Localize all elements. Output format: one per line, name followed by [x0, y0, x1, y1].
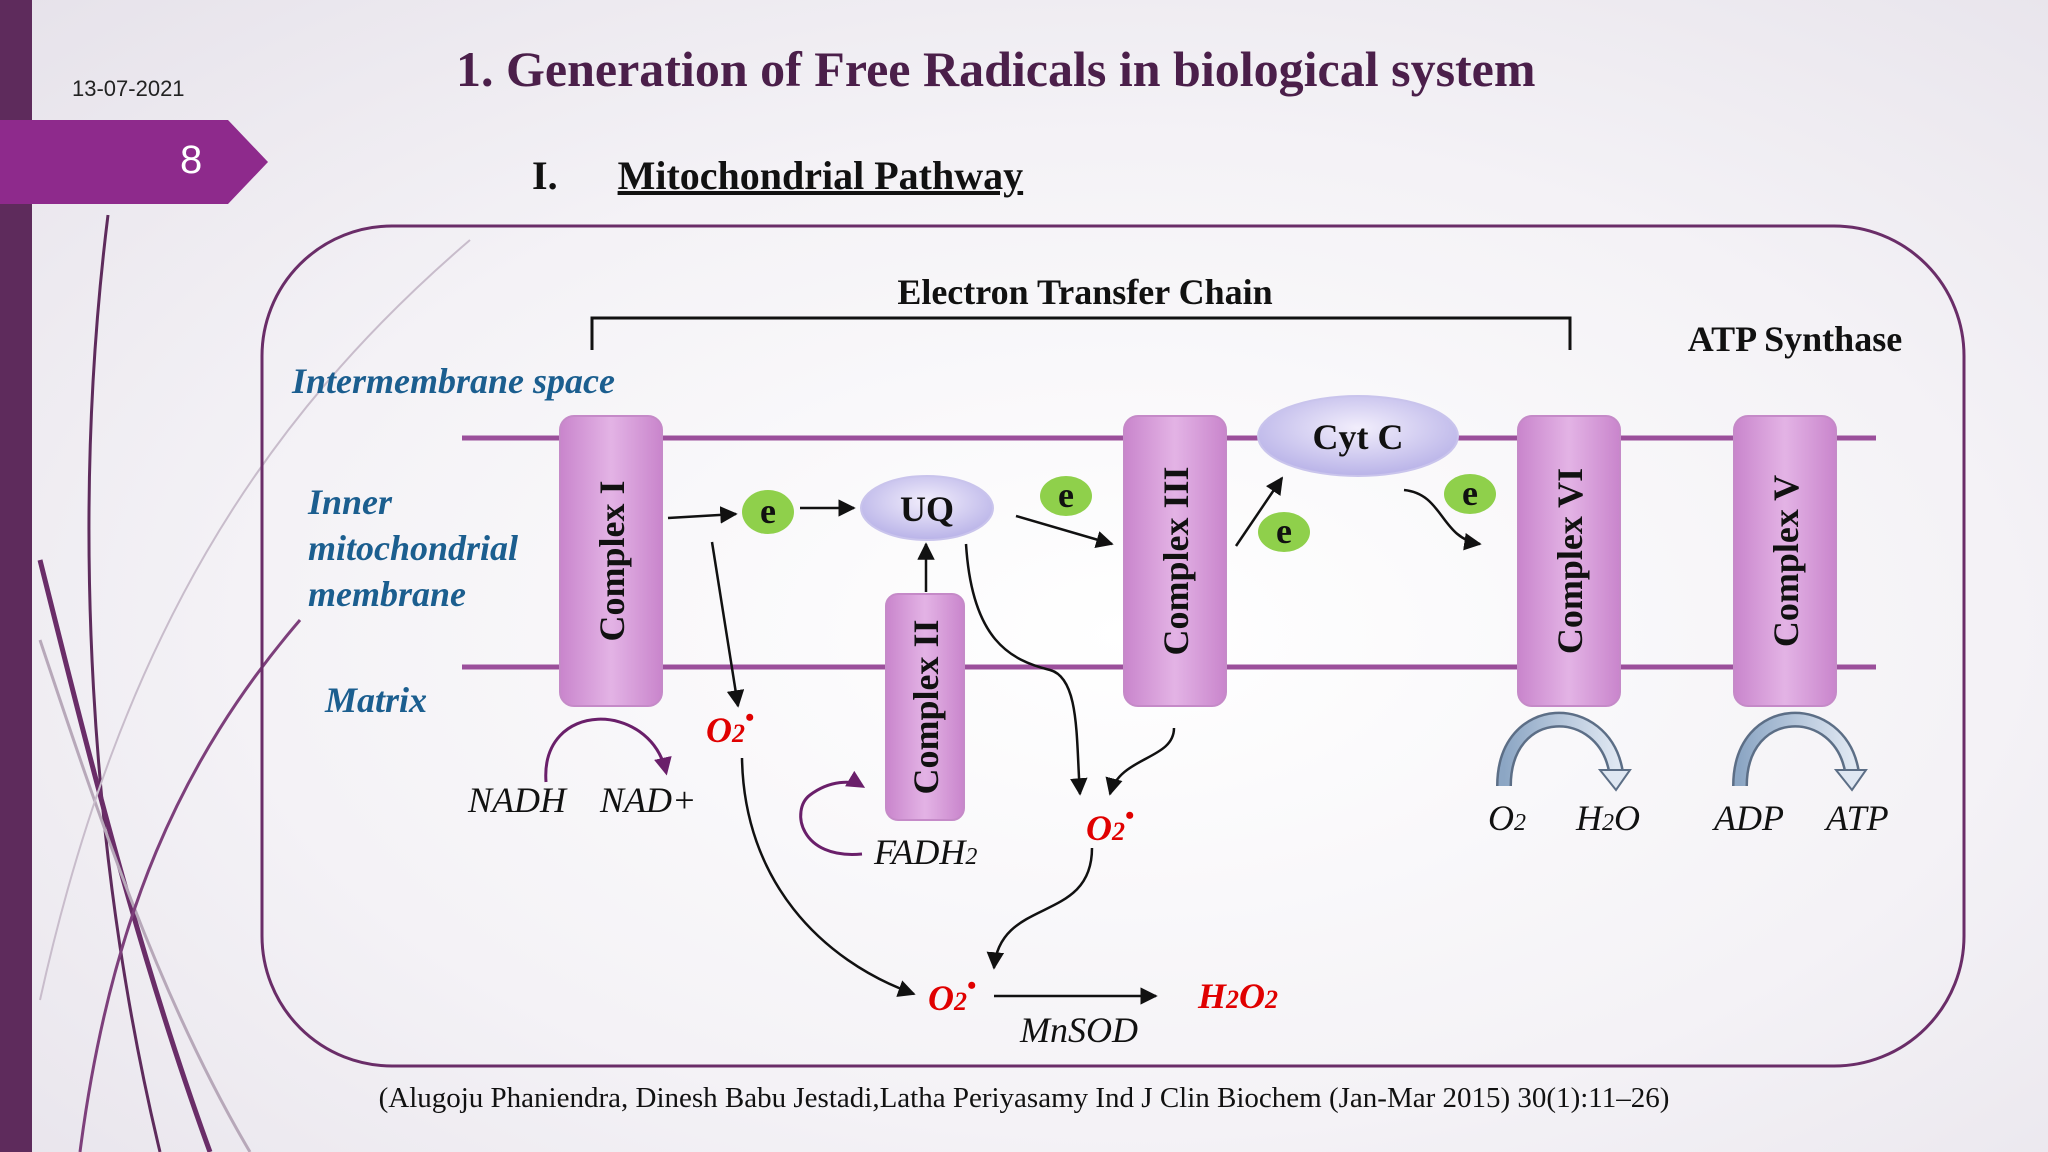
superoxide-label-2: O2•	[1086, 801, 1134, 848]
ubiquinone-carrier: UQ	[860, 475, 994, 541]
fadh2-conversion-arrow	[799, 770, 866, 856]
nadh-label: NADH	[467, 780, 568, 820]
adp-to-atp-arrow	[1734, 714, 1858, 787]
uq-label: UQ	[900, 489, 954, 529]
arrow-superoxide-to-matrix-1	[740, 757, 916, 997]
page-number-tab	[0, 120, 268, 204]
section-heading: I. Mitochondrial Pathway	[532, 152, 1023, 199]
inner-membrane-label-line1: Inner	[307, 482, 393, 522]
decorative-swoosh	[37, 214, 471, 1152]
o2-to-h2o-arrow	[1498, 714, 1622, 787]
complex-v-label: Complex V	[1766, 475, 1806, 647]
arrow-uq-to-superoxide	[964, 543, 1088, 796]
adp-to-atp-arrowhead	[1833, 769, 1868, 792]
complex-vi: Complex VI	[1517, 415, 1621, 707]
electron-1-label: e	[760, 491, 776, 531]
complex-vi-label: Complex VI	[1550, 468, 1590, 654]
cytochrome-c-carrier: Cyt C	[1257, 395, 1459, 477]
matrix-label: Matrix	[324, 680, 427, 720]
hydrogen-peroxide-label: H2O2	[1197, 976, 1278, 1016]
mnsod-label: MnSOD	[1019, 1010, 1138, 1050]
complex-ii: Complex II	[885, 593, 965, 821]
electron-1: e	[742, 490, 794, 534]
atp-label: ATP	[1824, 798, 1889, 838]
fadh2-label: FADH2	[873, 832, 977, 872]
atp-synthase-label: ATP Synthase	[1688, 319, 1902, 359]
arrow-uq-to-c3	[1015, 514, 1114, 548]
etc-bracket	[590, 316, 1572, 350]
electron-4: e	[1444, 473, 1496, 514]
arrow-c1-to-e	[667, 506, 738, 524]
section-numeral: I.	[532, 153, 558, 198]
superoxide-label-1: O2•	[706, 703, 754, 750]
arrow-c1-to-superoxide	[710, 541, 745, 708]
complex-i-label: Complex I	[592, 481, 632, 642]
superoxide-label-3: O2•	[928, 971, 976, 1018]
page-number: 8	[0, 120, 270, 204]
electron-3: e	[1258, 511, 1310, 552]
complex-iii: Complex III	[1123, 415, 1227, 707]
intermembrane-space-label: Intermembrane space	[291, 361, 615, 401]
electron-2: e	[1040, 475, 1092, 516]
arrow-cytc-to-c6	[1403, 488, 1482, 551]
o2-substrate-label: O2	[1488, 798, 1526, 838]
etc-label: Electron Transfer Chain	[897, 272, 1272, 312]
nadh-conversion-arrow	[544, 717, 672, 783]
h2o-label: H2O	[1575, 798, 1640, 838]
page-number-text: 8	[180, 138, 203, 182]
diagram-frame	[260, 224, 1966, 1068]
section-title: Mitochondrial Pathway	[617, 153, 1024, 198]
slide-date: 13-07-2021	[72, 76, 185, 101]
electron-4-label: e	[1462, 473, 1478, 513]
complex-i: Complex I	[559, 415, 663, 707]
cyt-c-label: Cyt C	[1313, 417, 1404, 457]
arrow-superoxide-to-matrix-2	[986, 847, 1094, 970]
complex-ii-label: Complex II	[906, 619, 946, 794]
o2-to-h2o-arrowhead	[1597, 769, 1632, 792]
nad-label: NAD+	[599, 780, 696, 820]
citation: (Alugoju Phaniendra, Dinesh Babu Jestadi…	[378, 1082, 1670, 1114]
complex-v: Complex V	[1733, 415, 1837, 707]
arrow-c3-to-cytc	[1234, 476, 1284, 547]
inner-membrane-label-line2: mitochondrial	[308, 528, 518, 568]
complex-iii-label: Complex III	[1156, 466, 1196, 655]
electron-2-label: e	[1058, 475, 1074, 515]
electron-3-label: e	[1276, 511, 1292, 551]
slide-title: 1. Generation of Free Radicals in biolog…	[456, 41, 1536, 97]
adp-label: ADP	[1712, 798, 1784, 838]
arrow-c3-to-superoxide	[1105, 727, 1176, 796]
inner-membrane-label-line3: membrane	[308, 574, 466, 614]
